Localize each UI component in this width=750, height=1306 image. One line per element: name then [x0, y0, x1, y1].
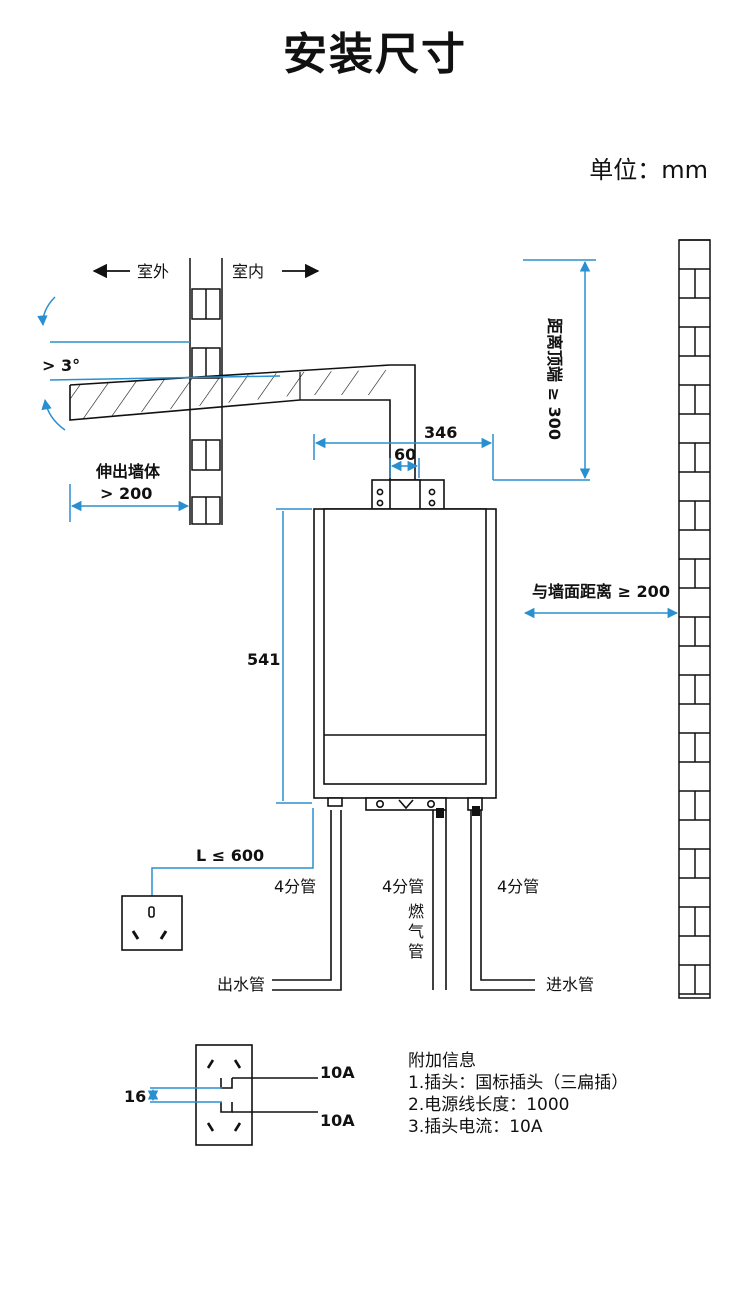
dimension-541-label: 541: [247, 650, 280, 669]
additional-info: 附加信息 1.插头：国标插头（三扁插） 2.电源线长度：1000 3.插头电流：…: [408, 1050, 628, 1138]
top-clearance-label: 距离顶端 ≥ 300: [545, 318, 564, 440]
power-socket: [121, 895, 183, 951]
info-heading: 附加信息: [408, 1051, 476, 1071]
gas-valve: [436, 808, 444, 818]
dimension-60-label: 60: [394, 445, 416, 464]
info-line-1: 1.插头：国标插头（三扁插）: [408, 1073, 629, 1093]
gas-label-1: 燃: [408, 902, 424, 921]
dimension-346: [313, 434, 590, 481]
wall-right: [678, 239, 711, 999]
pipes: [272, 810, 535, 991]
plug-top-label: 10A: [320, 1063, 355, 1082]
pipe-left-label: 4分管: [274, 877, 316, 896]
outdoor-label: 室外: [137, 262, 169, 281]
plug-diagram: [195, 1044, 318, 1146]
extend-dimension: [69, 484, 190, 522]
pipe-mid-label: 4分管: [382, 877, 424, 896]
inlet-valve: [472, 806, 480, 816]
extend-label-2: > 200: [100, 484, 152, 503]
cable-label: L ≤ 600: [196, 846, 264, 865]
extend-label-1: 伸出墙体: [95, 462, 161, 481]
plug-16-dimension: [147, 1087, 222, 1103]
wall-clearance-label: 与墙面距离 ≥ 200: [532, 582, 670, 601]
outlet-label: 出水管: [217, 975, 265, 994]
dimension-541: [276, 508, 312, 804]
plug-bottom-label: 10A: [320, 1111, 355, 1130]
top-clearance-dimension: [523, 259, 596, 480]
gas-label-3: 管: [408, 942, 424, 961]
page-title: 安装尺寸: [283, 29, 467, 80]
slope-label: > 3°: [42, 356, 80, 375]
unit-label: 单位：mm: [589, 156, 708, 184]
gas-label-2: 气: [408, 922, 424, 941]
inlet-label: 进水管: [546, 975, 594, 994]
slope-arc-bottom: [41, 398, 66, 431]
info-line-2: 2.电源线长度：1000: [408, 1095, 570, 1115]
water-heater: [313, 479, 497, 811]
info-line-3: 3.插头电流：10A: [408, 1117, 543, 1137]
flue-pipe: [69, 364, 416, 480]
slope-arc-top: [37, 296, 56, 327]
plug-16-label: 16: [124, 1087, 146, 1106]
dimension-346-label: 346: [424, 423, 457, 442]
dimension-60: [389, 458, 420, 478]
indoor-label: 室内: [232, 262, 264, 281]
pipe-right-label: 4分管: [497, 877, 539, 896]
power-cable: [151, 808, 314, 896]
slope-reference-line: [49, 375, 281, 381]
